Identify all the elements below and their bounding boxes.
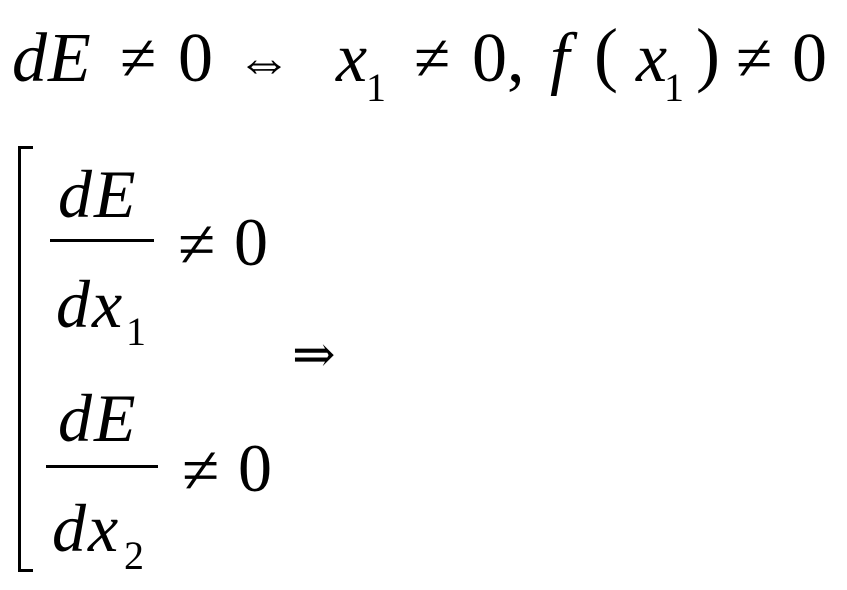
numerator-d: d xyxy=(58,156,92,232)
not-equal-symbol: ≠ xyxy=(120,22,157,95)
left-bracket-bottom xyxy=(18,569,33,572)
numerator-d: d xyxy=(58,380,92,456)
zero: 0 xyxy=(234,204,268,280)
not-equal-symbol: ≠ xyxy=(182,432,220,508)
zero: 0 xyxy=(792,20,827,97)
denominator-d: d xyxy=(52,490,86,566)
denominator-x: x xyxy=(92,266,123,342)
subscript-1: 1 xyxy=(126,309,146,354)
variable-x: x xyxy=(636,20,668,97)
not-equal-symbol: ≠ xyxy=(178,206,216,282)
left-paren: ( xyxy=(594,14,618,94)
iff-symbol: ⇔ xyxy=(236,31,292,93)
implies-symbol: ⇒ xyxy=(292,327,336,384)
zero: 0 xyxy=(178,20,213,97)
denominator-d: d xyxy=(56,266,90,342)
variable-x: x xyxy=(336,20,368,97)
right-paren: ) xyxy=(696,14,720,94)
numerator-E: E xyxy=(94,156,136,232)
subscript-2: 2 xyxy=(124,533,144,578)
left-bracket-top xyxy=(18,146,33,149)
function-f: f xyxy=(550,20,570,97)
zero: 0 xyxy=(238,430,272,506)
subscript-1: 1 xyxy=(366,65,386,110)
denominator-x: x xyxy=(88,490,119,566)
fraction-bar xyxy=(46,465,158,468)
lhs-d: d xyxy=(12,20,47,97)
not-equal-symbol: ≠ xyxy=(736,22,773,95)
left-bracket xyxy=(18,146,21,572)
numerator-E: E xyxy=(94,380,136,456)
fraction-bar xyxy=(50,239,154,242)
subscript-1: 1 xyxy=(664,65,684,110)
not-equal-symbol: ≠ xyxy=(414,22,451,95)
lhs-E: E xyxy=(48,20,91,97)
zero-comma: 0, xyxy=(472,20,525,97)
